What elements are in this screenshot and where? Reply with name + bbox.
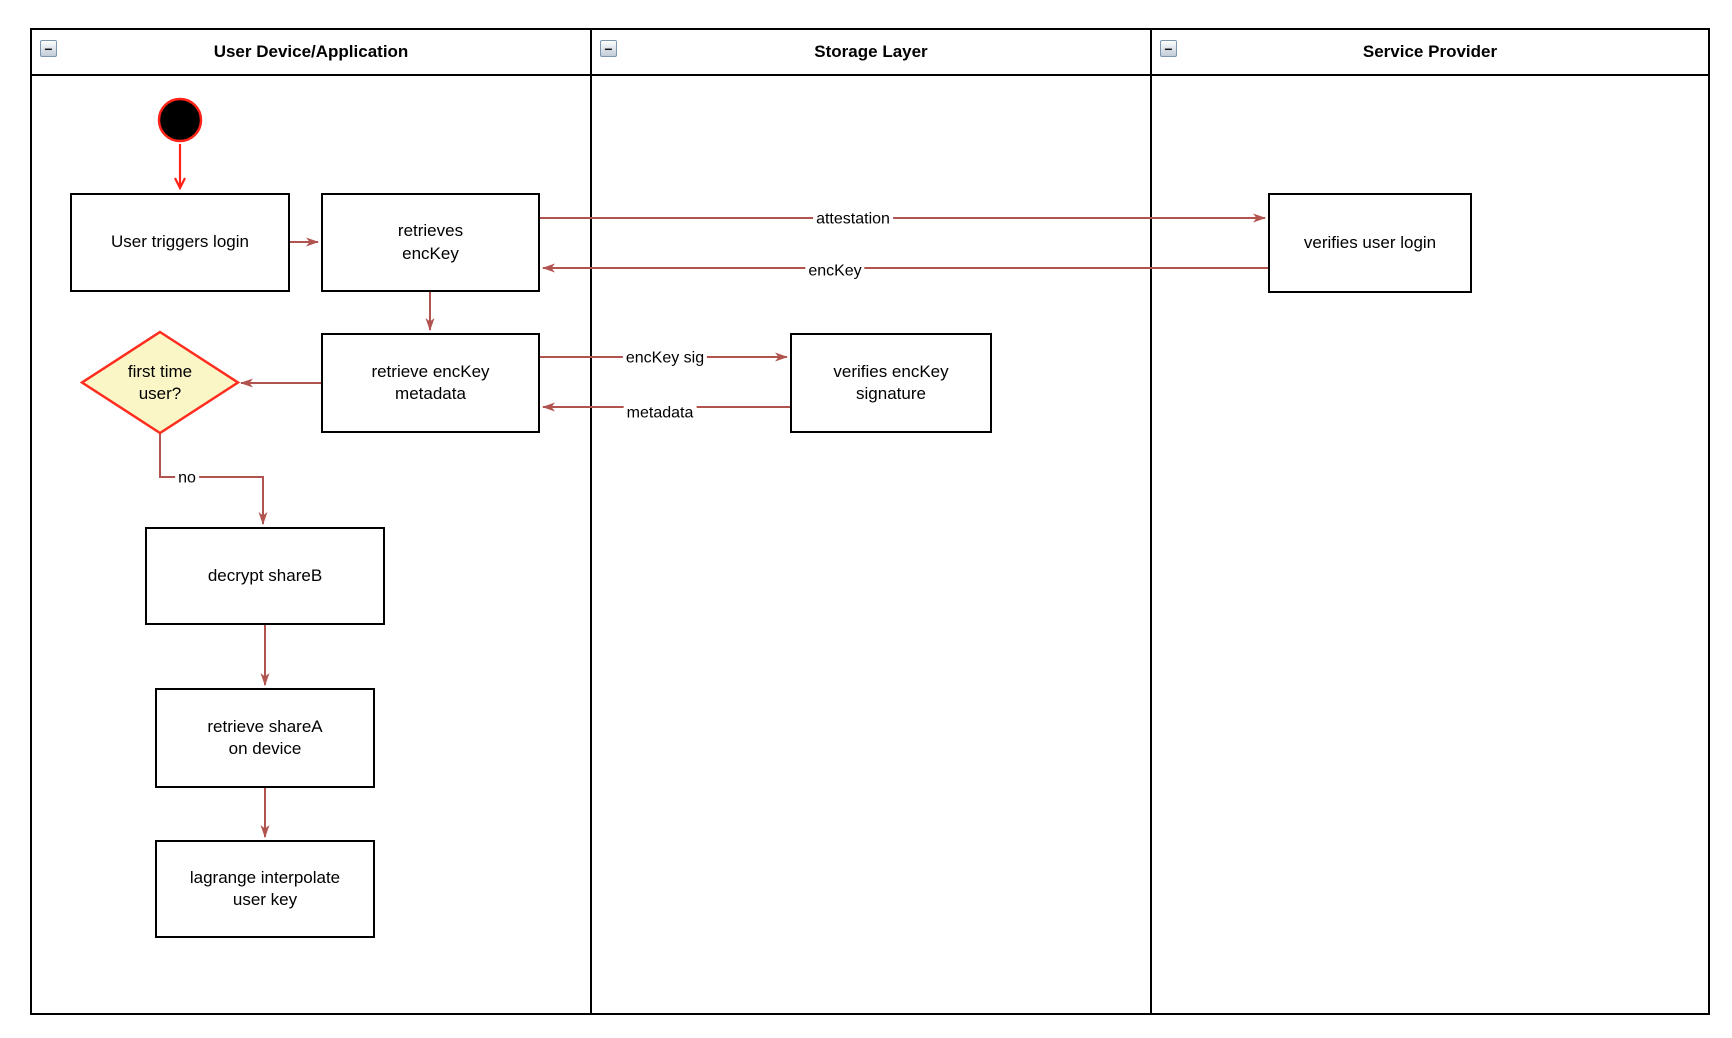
collapse-lane-icon[interactable]: − <box>40 40 57 57</box>
lane-title-service-provider: Service Provider <box>1362 42 1498 61</box>
lane-separator <box>590 30 592 1013</box>
activity-retrieve-enckey-metadata[interactable]: retrieve encKey metadata <box>321 333 540 433</box>
lane-separator <box>1150 30 1152 1013</box>
lane-title-user-device: User Device/Application <box>213 42 409 61</box>
activity-retrieves-enckey[interactable]: retrieves encKey <box>321 193 540 292</box>
edge-label-enckey-sig: encKey sig <box>622 348 708 368</box>
lane-title-storage-layer: Storage Layer <box>814 42 928 61</box>
edge-label-no: no <box>175 468 199 488</box>
edge-label-attestation: attestation <box>813 209 893 229</box>
activity-verifies-enckey-signature[interactable]: verifies encKey signature <box>790 333 992 433</box>
activity-verifies-user-login[interactable]: verifies user login <box>1268 193 1472 293</box>
decision-label-first-time-user: first time user? <box>127 362 193 403</box>
collapse-lane-icon[interactable]: − <box>600 40 617 57</box>
swimlane-pool: User Device/Application Storage Layer Se… <box>30 28 1710 1015</box>
collapse-lane-icon[interactable]: − <box>1160 40 1177 57</box>
activity-decrypt-shareb[interactable]: decrypt shareB <box>145 527 385 625</box>
activity-lagrange-interpolate-user-key[interactable]: lagrange interpolate user key <box>155 840 375 938</box>
edge-label-enckey: encKey <box>805 261 865 281</box>
activity-retrieve-sharea-on-device[interactable]: retrieve shareA on device <box>155 688 375 788</box>
edge-label-metadata: metadata <box>623 403 697 423</box>
activity-user-triggers-login[interactable]: User triggers login <box>70 193 290 292</box>
lane-header-rule <box>32 74 1708 76</box>
